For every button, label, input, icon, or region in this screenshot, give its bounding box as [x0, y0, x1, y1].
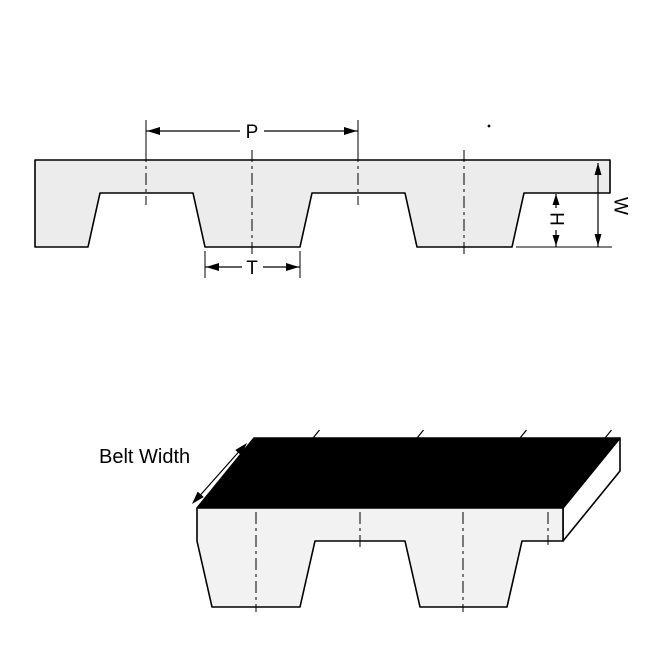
label-background	[242, 256, 263, 278]
belt-top-face	[196, 437, 621, 509]
belt-thickness-label: W	[609, 197, 630, 215]
arrowhead-right-icon	[344, 127, 357, 135]
label-background	[547, 208, 566, 230]
arrowhead-down-left-icon	[192, 491, 204, 504]
tooth-width-dimension: T	[204, 251, 301, 279]
belt-cross-section: P T H W	[34, 119, 630, 279]
arrowhead-down-icon	[594, 234, 602, 246]
centerline-tick	[310, 429, 320, 441]
label-background	[240, 119, 264, 141]
arrowhead-left-icon	[206, 263, 219, 271]
centerline-tick	[602, 429, 612, 441]
tooth-width-label: T	[246, 258, 258, 279]
belt-front-face	[196, 507, 564, 608]
arrowhead-left-icon	[147, 127, 160, 135]
arrowhead-right-icon	[286, 263, 299, 271]
centerline-tick	[517, 429, 527, 441]
tooth-height-dimension: H	[545, 194, 566, 247]
tooth-height-label: H	[545, 212, 566, 226]
belt-profile	[34, 159, 611, 248]
belt-width-annotation: Belt Width	[99, 443, 247, 504]
arrowhead-up-icon	[594, 163, 602, 175]
pitch-label: P	[246, 122, 259, 143]
belt-width-label: Belt Width	[99, 446, 190, 468]
stray-mark	[487, 124, 491, 128]
arrowhead-up-right-icon	[235, 443, 247, 456]
belt-3d-view: Belt Width	[99, 429, 621, 612]
belt-width-arrow-line	[195, 446, 244, 501]
arrowhead-up-icon	[552, 194, 560, 205]
pitch-dimension: P	[145, 119, 359, 151]
arrowhead-down-icon	[552, 235, 560, 246]
centerline-tick	[414, 429, 424, 441]
belt-thickness-dimension: W	[594, 163, 630, 247]
